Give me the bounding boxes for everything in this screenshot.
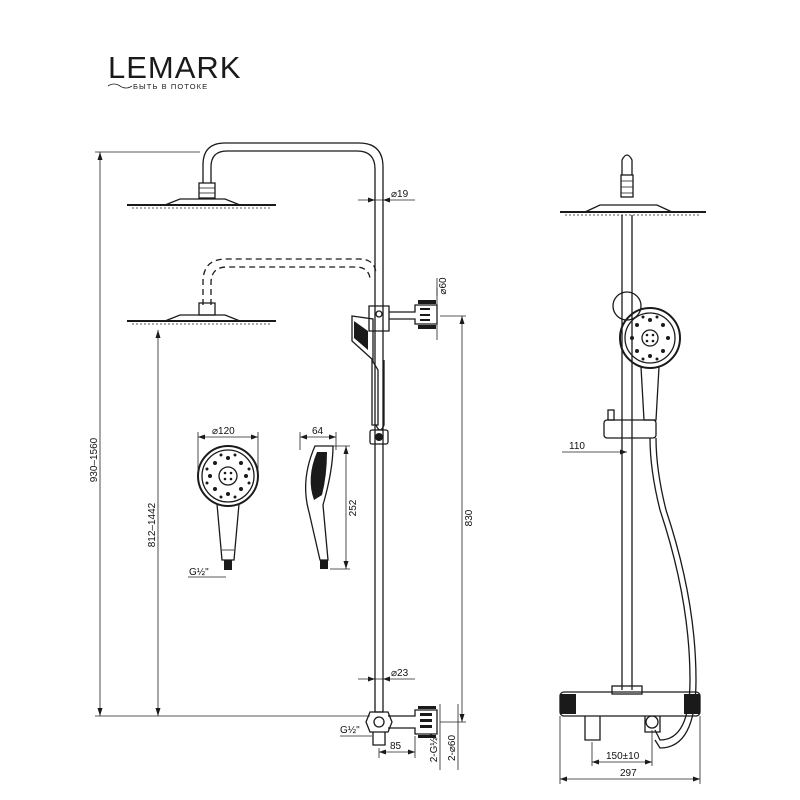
dim-inlet-thread: G½" <box>340 725 360 736</box>
brand-logo: LEMARK БЫТЬ В ПОТОКЕ <box>107 50 241 91</box>
dim-mixer-width: 297 <box>620 768 637 779</box>
dim-offset: 85 <box>390 741 402 752</box>
dim-wall-distance: 110 <box>569 441 585 452</box>
dim-rail-length: 830 <box>464 509 475 526</box>
dim-wall-thread: 2-G½" <box>429 733 440 762</box>
dim-wall-flange: 2-⌀60 <box>447 735 458 761</box>
dim-handset-length: 252 <box>348 499 359 516</box>
dim-center-distance: 150±10 <box>606 751 640 762</box>
dim-handset-depth: 64 <box>312 426 324 437</box>
dimension-lines <box>95 151 701 784</box>
dim-head-height: 812–1442 <box>147 502 158 547</box>
handshower-front <box>197 445 259 570</box>
dim-holder-diameter: ⌀60 <box>438 277 449 295</box>
dim-total-height: 930–1560 <box>89 437 100 482</box>
dim-handset-thread: G½" <box>189 567 209 578</box>
brand-name: LEMARK <box>108 50 241 85</box>
wave-icon <box>107 83 133 89</box>
handshower-side <box>305 445 334 569</box>
dim-handset-diameter: ⌀120 <box>212 426 235 437</box>
side-view <box>559 154 706 749</box>
front-view <box>127 142 438 746</box>
dim-pipe-bottom: ⌀23 <box>391 668 409 679</box>
brand-tagline: БЫТЬ В ПОТОКЕ <box>133 82 208 91</box>
dim-pipe-top: ⌀19 <box>391 189 409 200</box>
dimension-labels: 930–1560 812–1442 ⌀120 G½" 64 252 ⌀19 ⌀6… <box>89 189 640 779</box>
